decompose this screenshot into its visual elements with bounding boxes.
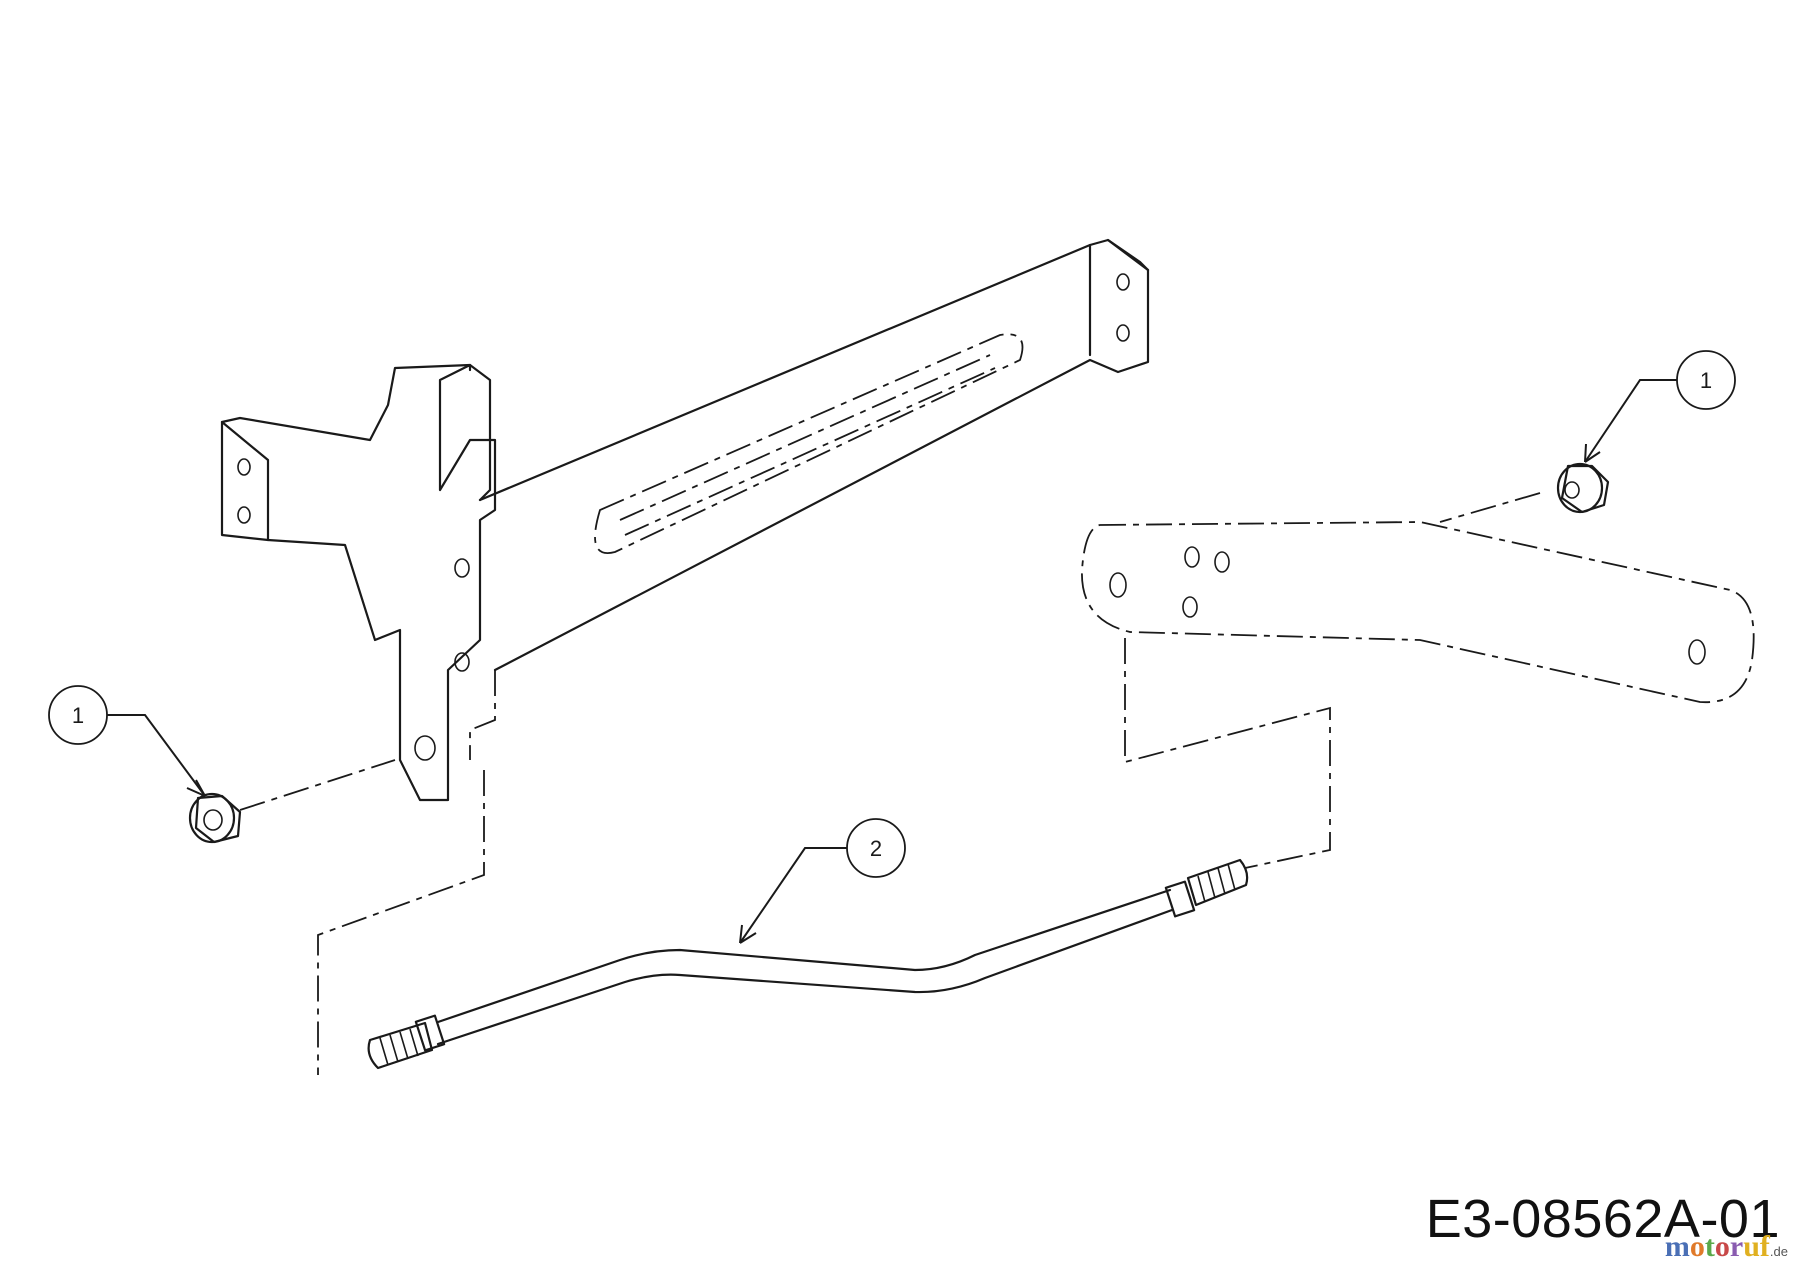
callout-leaders [100, 379, 1678, 944]
callout-label: 1 [72, 703, 84, 728]
drawing-number: E3-08562A-01 [1425, 1189, 1780, 1249]
assembly-lines [239, 492, 1541, 1075]
flange-nut-left [188, 792, 242, 844]
bracket-left [220, 238, 1150, 802]
link-plate-right [1081, 521, 1755, 704]
flange-nut-right [1556, 462, 1610, 514]
callout-1-left: 1 [48, 685, 108, 745]
callout-label: 2 [870, 836, 882, 861]
watermark-logo: motoruf.de [1664, 1230, 1788, 1263]
watermark-domain: .de [1769, 1244, 1788, 1259]
callout-1-right: 1 [1676, 350, 1736, 410]
callout-label: 1 [1700, 368, 1712, 393]
callout-2: 2 [846, 818, 906, 878]
threaded-rod [367, 858, 1249, 1070]
